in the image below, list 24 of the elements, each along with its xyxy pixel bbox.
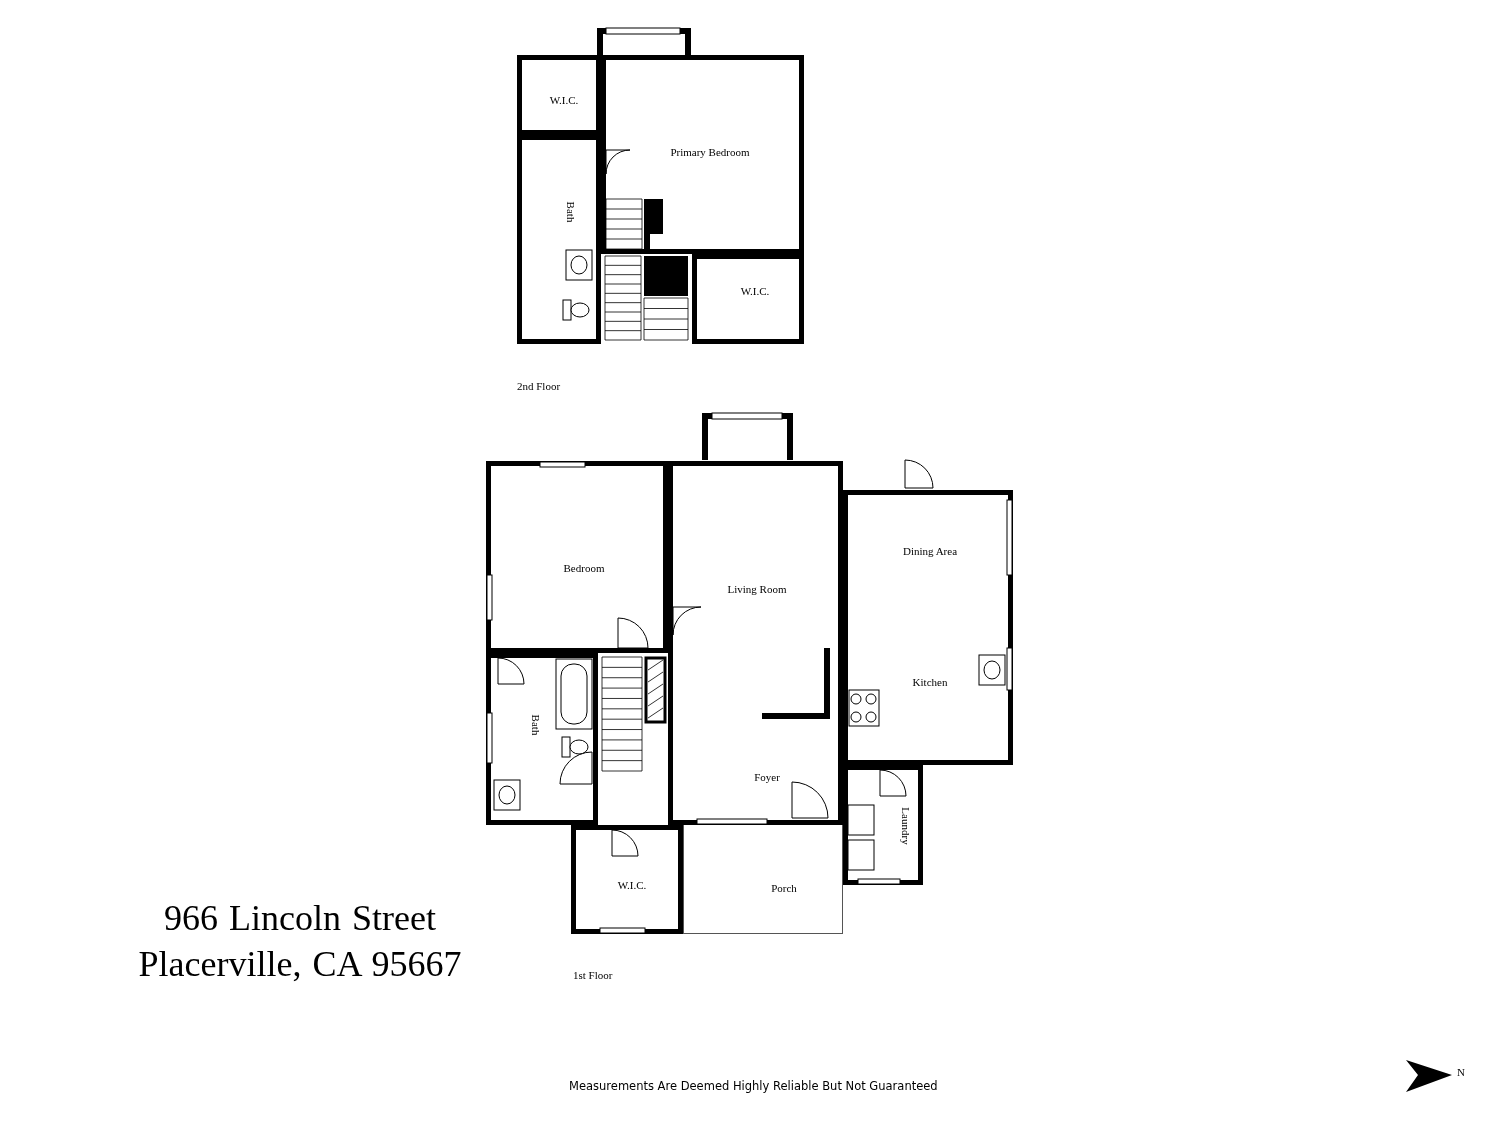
room-label: Laundry xyxy=(899,807,911,845)
room-outline xyxy=(692,254,804,344)
room-label: Bath xyxy=(529,714,541,736)
room-label: Living Room xyxy=(727,583,787,595)
room-label: Primary Bedroom xyxy=(670,146,750,158)
room-outline xyxy=(683,825,843,934)
north-label: N xyxy=(1457,1066,1465,1078)
room-label: Porch xyxy=(771,882,797,894)
room-label: Bath xyxy=(564,201,576,223)
room-outline xyxy=(486,653,598,825)
room-label: Kitchen xyxy=(912,676,948,688)
floor-label: 1st Floor xyxy=(573,969,613,981)
room-label: W.I.C. xyxy=(740,285,770,297)
room-outline xyxy=(843,765,923,885)
room-label: Bedroom xyxy=(563,562,605,574)
room-label: Foyer xyxy=(754,771,780,783)
room-label: W.I.C. xyxy=(617,879,647,891)
room-label: Dining Area xyxy=(902,545,958,557)
disclaimer-caption: Measurements Are Deemed Highly Reliable But Not Guaranteed xyxy=(569,1079,938,1093)
room-outline xyxy=(571,825,683,934)
room-outline xyxy=(843,490,1013,765)
floor-label: 2nd Floor xyxy=(517,380,561,392)
room-label: W.I.C. xyxy=(549,94,579,106)
address-title: 966 Lincoln Street Placerville, CA 95667 xyxy=(137,897,463,986)
